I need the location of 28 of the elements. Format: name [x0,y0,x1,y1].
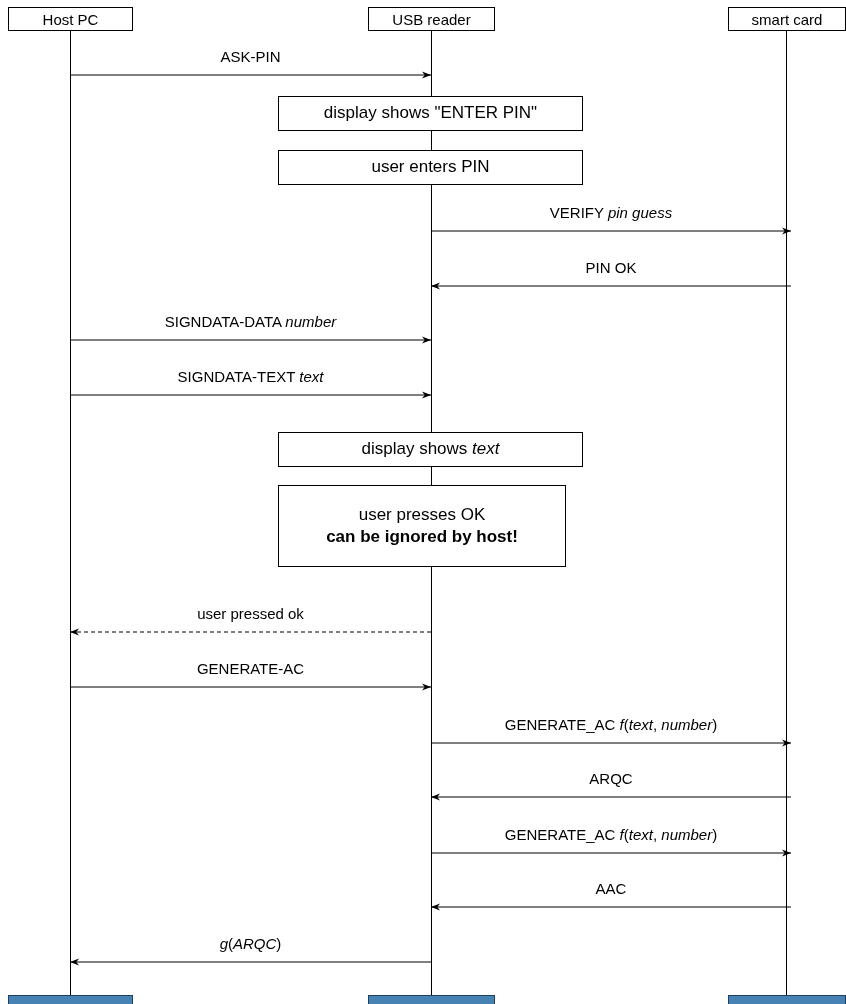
message-arrow [69,683,432,691]
message-arrow [69,336,432,344]
participant-box: USB reader [368,7,495,31]
edge-label: GENERATE_AC f(text, number) [502,716,720,733]
message-arrow [430,793,792,801]
participant-box: Host PC [8,7,133,31]
participant-box: smart card [728,7,846,31]
edge-label: VERIFY pin guess [547,204,675,221]
message-arrow [69,391,432,399]
activity-box: display shows "ENTER PIN" [278,96,583,131]
edge-label: GENERATE_AC f(text, number) [502,826,720,843]
message-arrow [69,958,432,966]
message-arrow [430,227,792,235]
message-arrow [430,282,792,290]
edge-label: SIGNDATA-DATA number [162,313,339,330]
message-arrow [69,628,432,636]
note-text: can be ignored by host! [326,526,518,548]
activity-box: display shows text [278,432,583,467]
message-arrow [69,71,432,79]
edge-label: user pressed ok [195,605,306,622]
message-arrow [430,903,792,911]
activity-text: user presses OK [358,503,486,526]
activity-box: user enters PIN [278,150,583,185]
activity-box [278,485,566,567]
message-arrow [430,739,792,747]
message-arrow [430,849,792,857]
edge-label: g(ARQC) [217,935,284,952]
lifeline [728,7,846,995]
